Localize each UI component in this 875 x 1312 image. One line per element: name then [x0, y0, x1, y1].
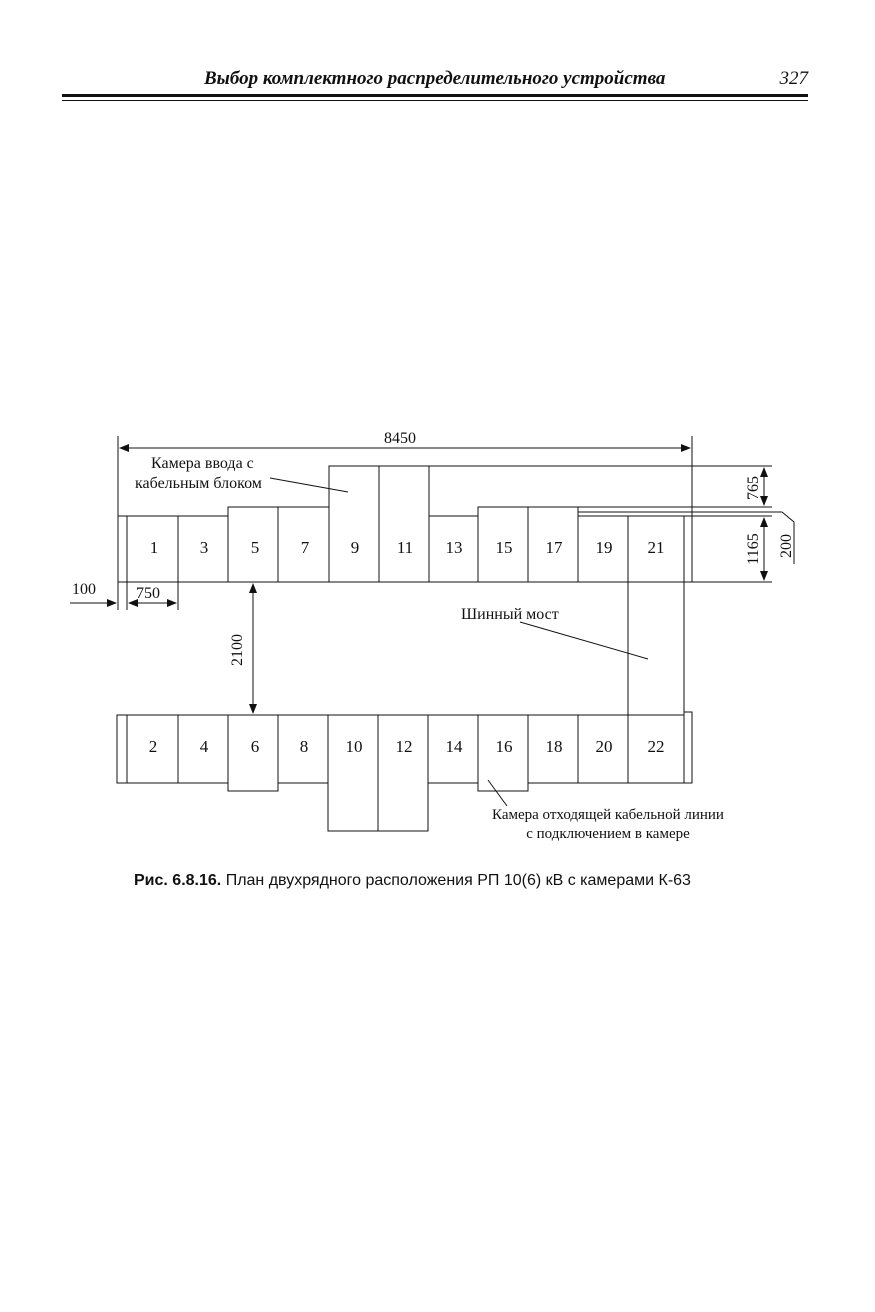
bottom-cell-label: 6: [251, 737, 260, 756]
bus-bridge-leader: [519, 621, 649, 660]
top-cell-label: 1: [150, 538, 159, 557]
top-cell-11: [378, 465, 430, 583]
top-cell-label: 11: [397, 538, 413, 557]
header-rule-thin: [62, 100, 808, 101]
figure-caption: Рис. 6.8.16. План двухрядного расположен…: [134, 872, 691, 890]
bottom-cell-label: 16: [496, 737, 513, 756]
outgoing-cell-leader: [487, 779, 508, 807]
input-cell-label-line1: Камера ввода с: [151, 455, 254, 472]
bottom-cell-label: 10: [346, 737, 363, 756]
top-cell-9: [328, 465, 380, 583]
input-cell-leader: [269, 477, 349, 493]
dim-2100-text: 2100: [229, 634, 246, 666]
bottom-row: [116, 711, 693, 832]
top-row: [117, 465, 693, 583]
bus-bridge-label: Шинный мост: [461, 606, 559, 623]
running-header-title: Выбор комплектного распределительного ус…: [204, 68, 666, 89]
bottom-cell-label: 22: [648, 737, 665, 756]
figure-caption-label: Рис. 6.8.16.: [134, 872, 222, 889]
running-header: Выбор комплектного распределительного ус…: [62, 64, 808, 104]
page-number: 327: [779, 68, 809, 89]
top-cell-label: 21: [648, 538, 665, 557]
dim-1165-text: 1165: [745, 533, 762, 564]
bottom-cell-label: 20: [596, 737, 613, 756]
outgoing-cell-label-line1: Камера отходящей кабельной линии: [492, 807, 724, 823]
dim-200-leader: [781, 511, 795, 564]
dim-750-text: 750: [136, 585, 160, 602]
top-row-wall-left: [117, 515, 128, 583]
top-cell-label: 13: [446, 538, 463, 557]
top-cell-label: 7: [301, 538, 310, 557]
bottom-cell-label: 18: [546, 737, 563, 756]
top-cell-label: 5: [251, 538, 260, 557]
bottom-row-wall-left: [116, 714, 128, 784]
dim-200-text: 200: [778, 534, 795, 558]
dim-8450-text: 8450: [384, 430, 416, 447]
bottom-row-wall-right: [683, 711, 693, 784]
bottom-cell-10: [327, 714, 379, 832]
figure-caption-text: План двухрядного расположения РП 10(6) к…: [225, 872, 691, 889]
bottom-cell-label: 12: [396, 737, 413, 756]
bus-bridge: [627, 581, 685, 716]
top-cell-label: 3: [200, 538, 209, 557]
top-row-wall-right: [683, 515, 693, 583]
top-cell-label: 15: [496, 538, 513, 557]
outgoing-cell-label-line2: с подключением в камере: [526, 826, 690, 842]
bottom-cell-label: 8: [300, 737, 309, 756]
top-cell-label: 9: [351, 538, 360, 557]
top-cell-label: 17: [546, 538, 564, 557]
dim-100-text: 100: [72, 581, 96, 598]
bottom-cell-12: [377, 714, 429, 832]
top-cell-label: 19: [596, 538, 613, 557]
bottom-cell-label: 14: [446, 737, 464, 756]
header-rule-thick: [62, 94, 808, 97]
bottom-cell-label: 4: [200, 737, 209, 756]
bottom-cell-label: 2: [149, 737, 158, 756]
input-cell-label-line2: кабельным блоком: [135, 475, 262, 492]
dimension-lines: [70, 436, 795, 714]
dim-765-text: 765: [745, 476, 762, 500]
